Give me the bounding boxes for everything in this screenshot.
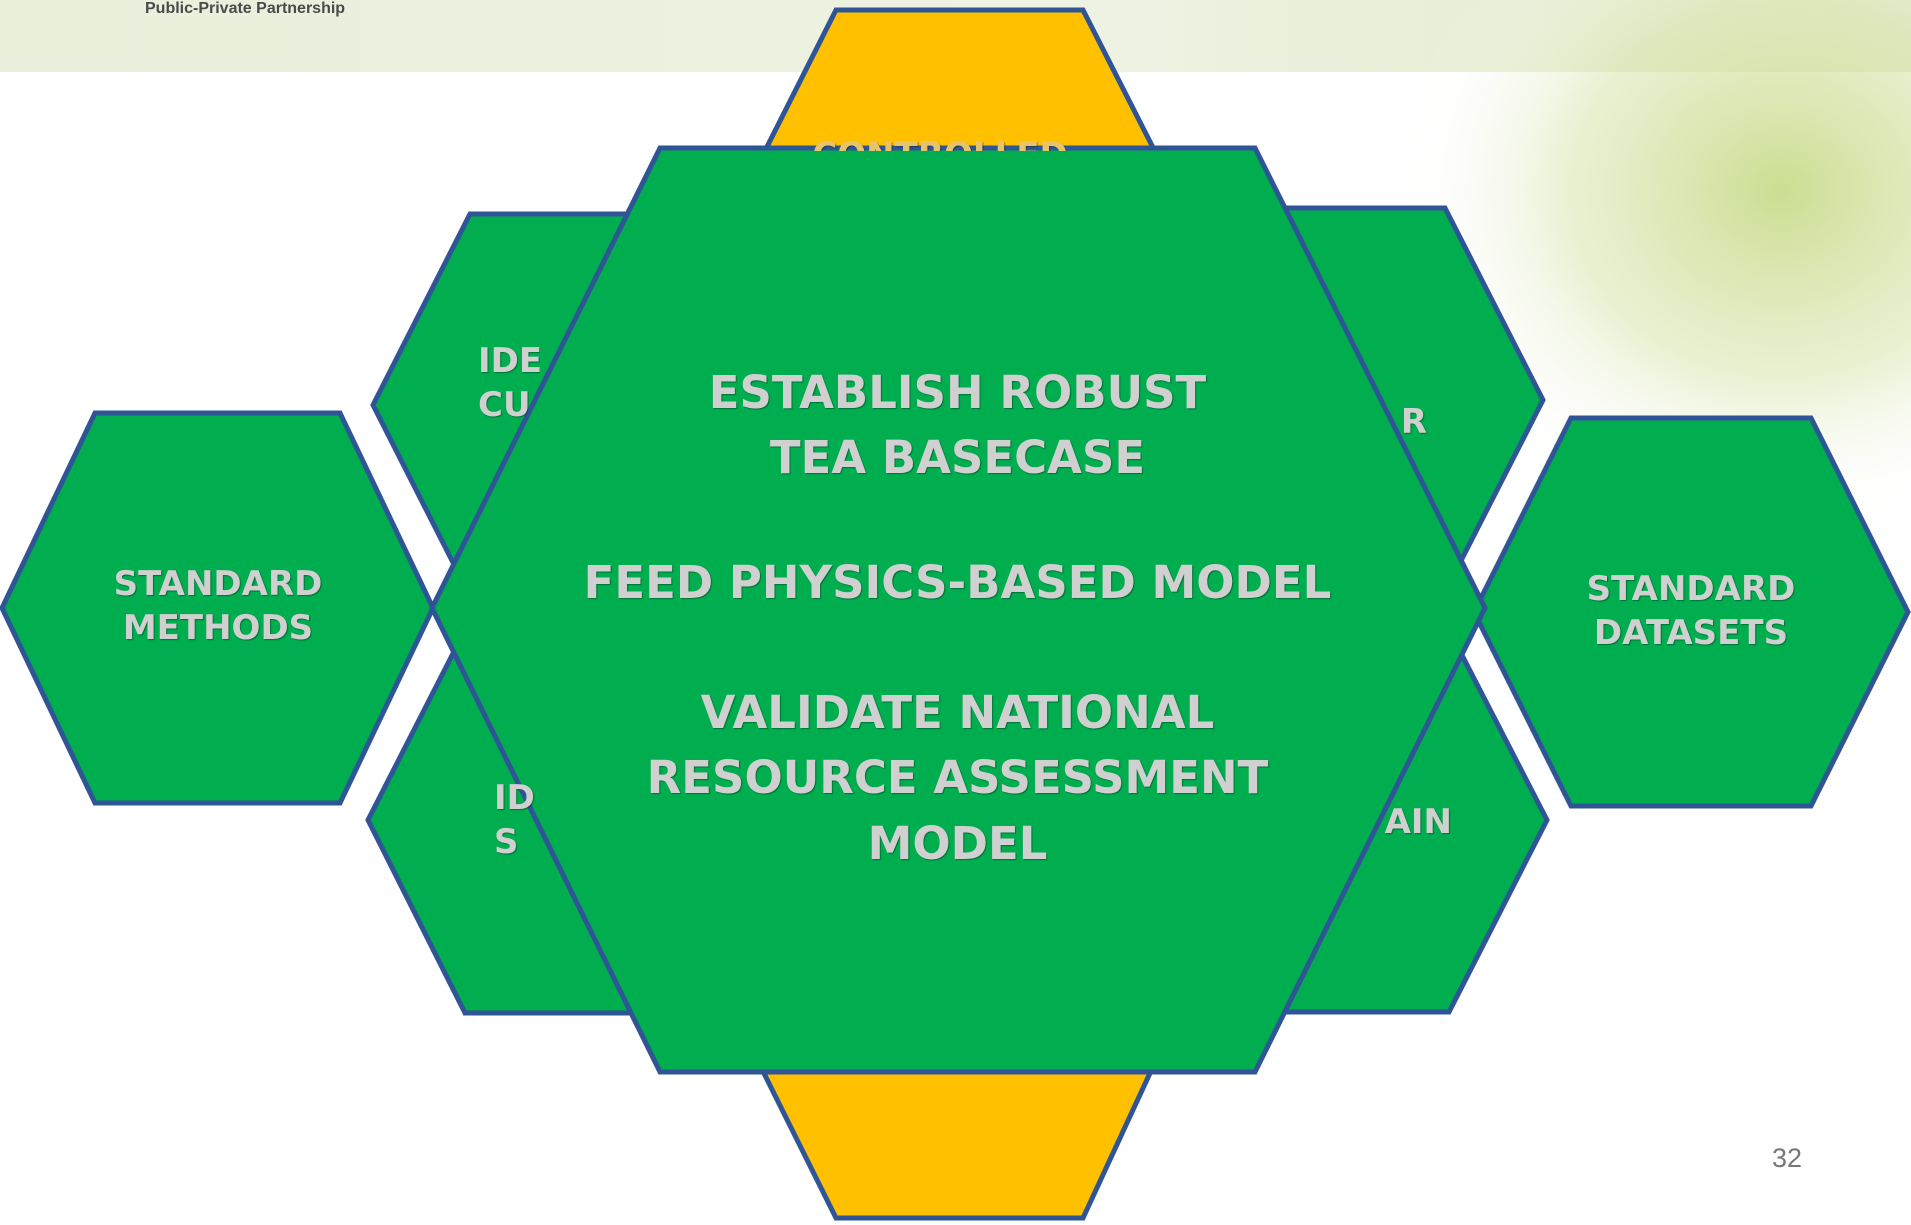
top-yellow-label-clip: CONTROLLED bbox=[720, 125, 1160, 151]
hex-center bbox=[429, 145, 1488, 1075]
center-text-validate: VALIDATE NATIONAL RESOURCE ASSESSMENT MO… bbox=[646, 686, 1269, 870]
hexagon-diagram bbox=[0, 7, 1911, 1221]
right-hex-label: STANDARD DATASETS bbox=[1586, 569, 1796, 654]
upper-left-label: IDE CU bbox=[478, 341, 540, 426]
lower-right-label: AIN bbox=[1384, 802, 1452, 842]
lower-left-label: ID S bbox=[494, 778, 535, 863]
upper-left-label-clip: IDE CU bbox=[470, 335, 540, 445]
hex-left bbox=[0, 410, 436, 806]
upper-right-label-clip: R bbox=[1390, 400, 1430, 460]
left-hex-label: STANDARD METHODS bbox=[113, 564, 323, 649]
top-yellow-label: CONTROLLED bbox=[720, 133, 1160, 151]
lower-right-label-clip: AIN bbox=[1372, 800, 1452, 850]
page-number: 32 bbox=[1772, 1143, 1803, 1173]
org-subtitle: Public-Private Partnership bbox=[145, 0, 346, 17]
lower-left-label-clip: ID S bbox=[488, 770, 543, 880]
center-text-feed-model: FEED PHYSICS-BASED MODEL bbox=[583, 556, 1332, 609]
center-text-basecase: ESTABLISH ROBUST TEA BASECASE bbox=[708, 366, 1207, 485]
upper-right-label: R bbox=[1400, 402, 1428, 442]
